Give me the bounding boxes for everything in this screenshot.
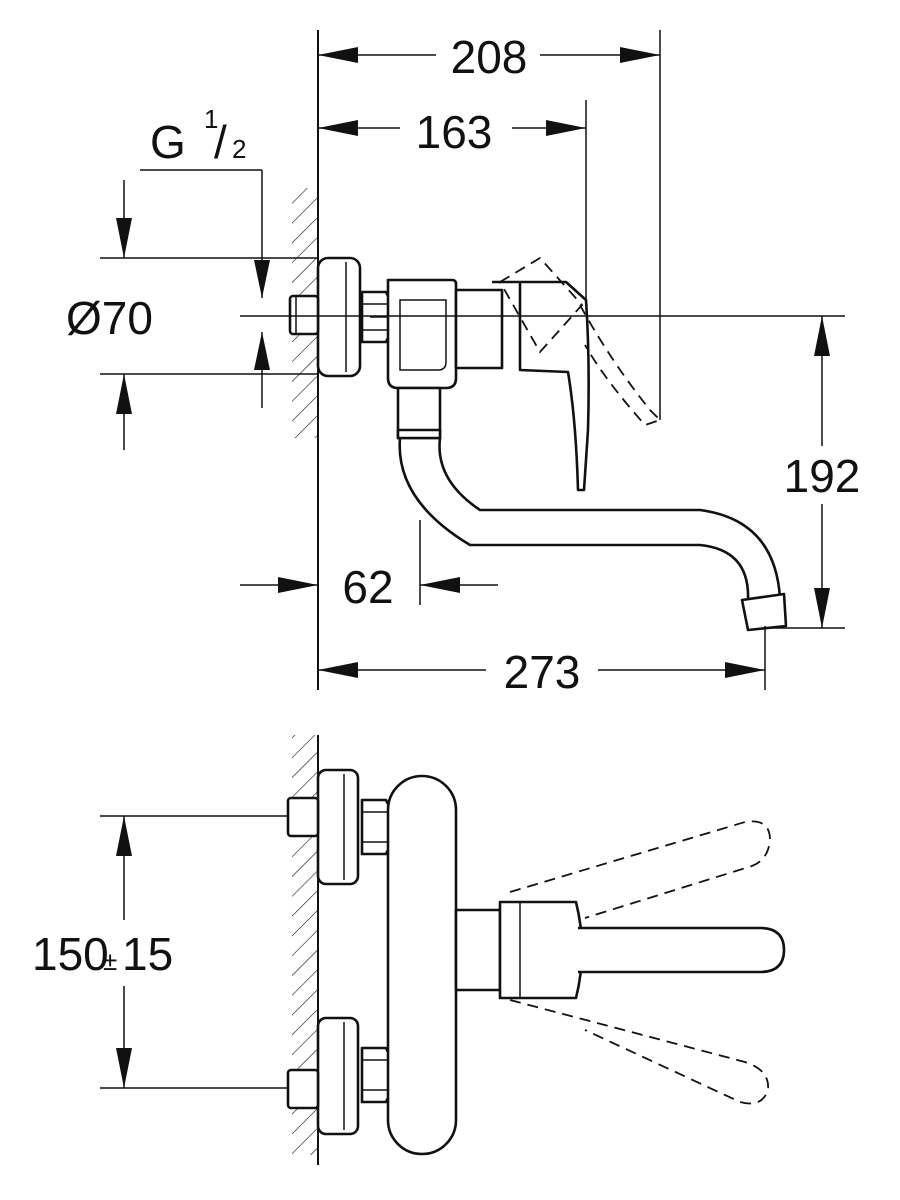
dim-163-label: 163 [416,106,493,158]
spout [396,386,788,632]
dim-150-value: 150 [32,928,109,980]
thread-denominator: 2 [232,134,246,164]
inlet-connector [288,294,320,336]
mixer-body-top [386,774,458,1156]
dim-thread [254,260,270,370]
lower-inlet [286,1016,394,1136]
dim-208 [318,47,660,63]
extension-lines-top [100,815,288,1089]
dim-150-label: 150 ± 15 [32,928,173,980]
dim-273-label: 273 [504,646,581,698]
top-view: 150 ± 15 [32,735,786,1165]
dim-163 [318,120,586,136]
dim-208-label: 208 [451,31,528,83]
lever [492,280,590,492]
dim-62-label: 62 [342,561,393,613]
wall-flange [316,256,362,378]
dim-192 [814,316,830,628]
lever-alt-positions-top [509,820,771,1105]
dim-70 [116,180,132,450]
upper-inlet [286,768,394,886]
dim-150 [116,816,132,1088]
dim-70-label: Ø70 [66,292,153,344]
thread-prefix: G [150,116,186,168]
dim-62 [240,577,498,593]
lever-top [454,900,786,1000]
dim-150-tolerance: 15 [122,928,173,980]
thread-label: G 1 / 2 [150,104,246,168]
lever-alt-position [498,256,662,427]
wall-side [292,30,319,690]
mixer-body [386,278,504,390]
thread-slash: / [214,116,227,168]
dim-273 [318,662,765,678]
dim-150-tolerance-sign: ± [103,946,117,976]
hex-nut [360,290,394,344]
thread-numerator: 1 [204,104,218,134]
dim-192-label: 192 [784,450,861,502]
side-view: 208 163 G 1 / 2 Ø70 [66,30,860,698]
